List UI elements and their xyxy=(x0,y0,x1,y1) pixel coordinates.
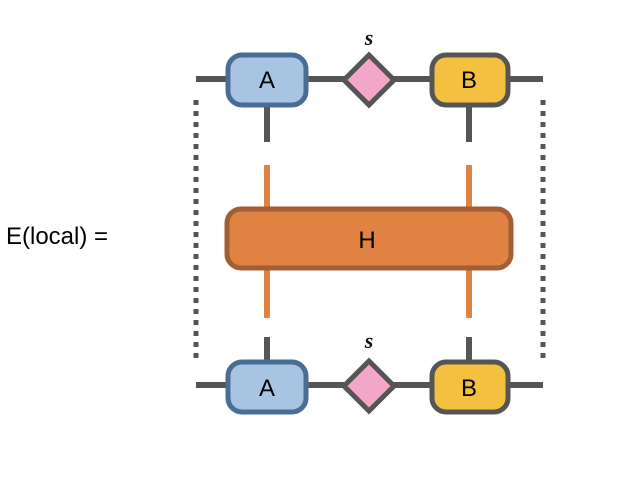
operator-h-box xyxy=(224,206,514,271)
top-tensor-a-label: A xyxy=(259,67,275,94)
top-tensor-b-label: B xyxy=(461,67,477,94)
bottom-singular-values-label: s xyxy=(364,328,374,353)
top-tensor-a xyxy=(225,52,309,108)
bottom-tensor-a xyxy=(225,359,309,415)
top-singular-values-diamond xyxy=(340,51,398,109)
bottom-singular-values-diamond xyxy=(340,357,398,415)
top-singular-values-label: s xyxy=(364,25,374,50)
operator-h: H xyxy=(224,165,514,318)
top-row: A s B xyxy=(196,25,543,142)
bottom-tensor-b-label: B xyxy=(461,375,477,402)
bottom-tensor-a-label: A xyxy=(259,375,275,402)
operator-h-label: H xyxy=(358,227,375,254)
top-tensor-b xyxy=(429,52,511,108)
equation-label: E(local) = xyxy=(6,223,108,250)
bottom-row: A s B xyxy=(196,328,543,415)
bottom-tensor-b xyxy=(429,359,511,415)
